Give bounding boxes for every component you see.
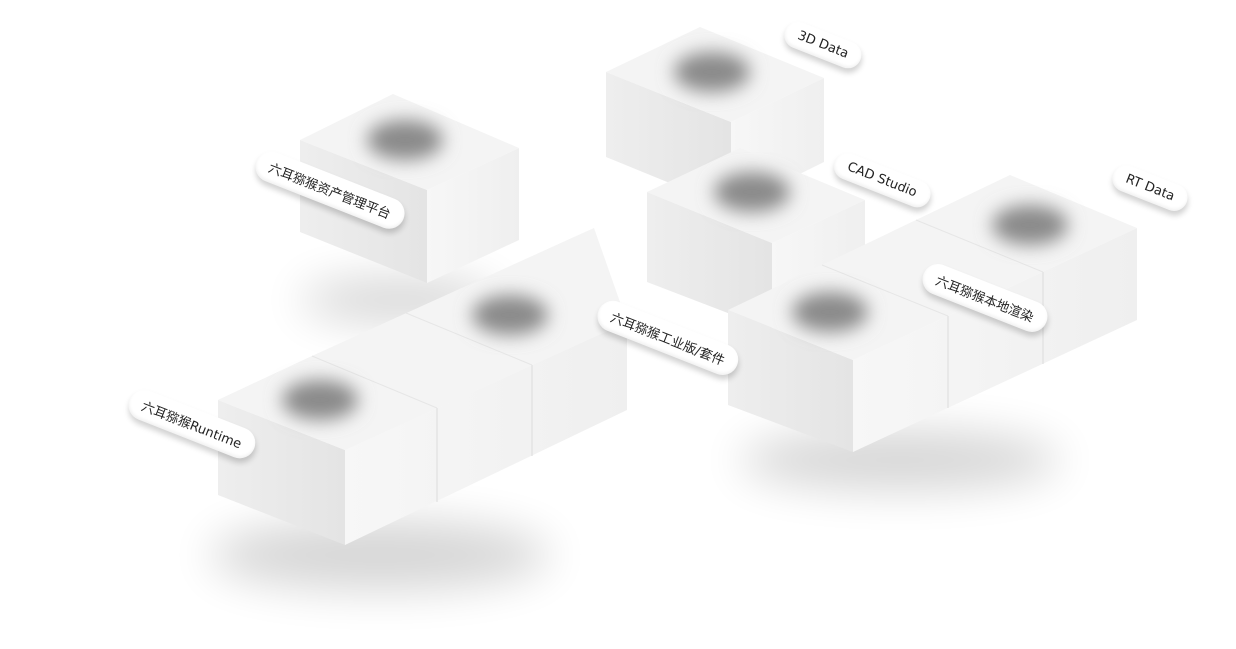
shadows: [210, 278, 1060, 590]
box-group-runtime-industrial: [218, 228, 627, 545]
box-cad-studio: [647, 148, 865, 330]
